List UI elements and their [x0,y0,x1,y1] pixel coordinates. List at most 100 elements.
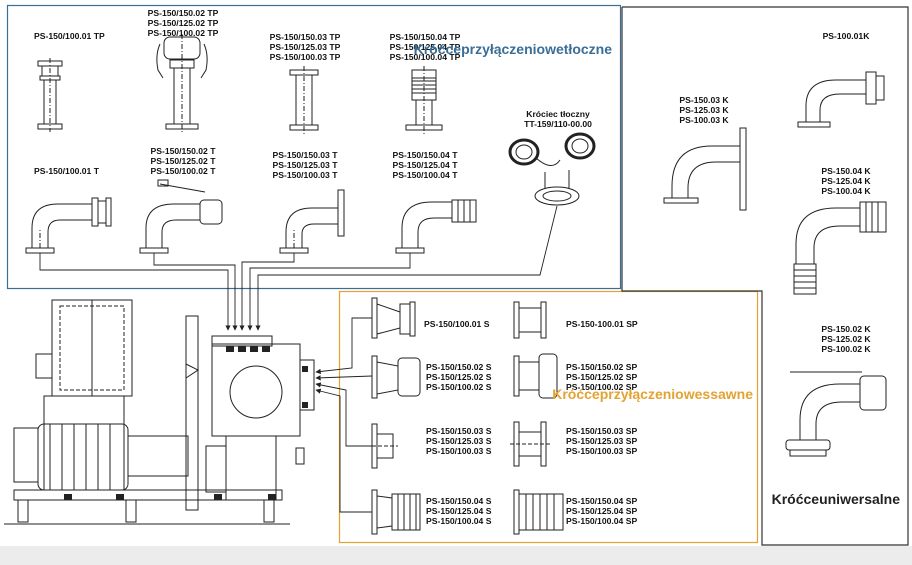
label-line: Króciec tłoczny [526,109,590,119]
label-line: PS-150/100.02 TP [147,28,219,38]
label-line: PS-150/150.04 SP [566,496,638,506]
label-ps-150-100-01-tp: PS-150/100.01 TP [34,31,105,41]
label-line: PS-150/125.04 S [426,506,492,516]
label-line: PS-150/100.04 T [392,170,458,180]
universal-ps-150-02k [785,371,887,457]
label-line: PS-100.02 K [821,344,871,354]
label-line: PS-150/125.04 T [392,160,458,170]
label-line: PS-150/150.02 TP [147,8,219,18]
pump-assembly [4,299,315,525]
label-line: Króćce [771,491,820,507]
suction-ps-150-100-01-sp [513,301,547,339]
label-line: PS-150/150.02 T [150,146,216,156]
label-line: uniwersalne [819,491,900,507]
universal-ps-150-03k [663,127,747,211]
coupling-ps-150-150-02-tp [156,34,208,132]
pump-bolts [64,346,308,500]
label-line: PS-150/150.02 S [426,362,492,372]
label-line: PS-150/125.04 SP [566,506,638,516]
label-line: PS-125.04 K [821,176,871,186]
label-line: PS-150/100.03 SP [566,446,638,456]
coupling-ps-150-100-01-tp [37,58,63,132]
suction-ps-150-150-03-s [371,423,398,469]
label-line: PS-150/125.02 T [150,156,216,166]
suction-ps-150-150-02-s [371,355,421,399]
label-line: PS-150/150.04 T [392,150,458,160]
label-line: PS-150/100.04 S [426,516,492,526]
label-line: przyłączeniowe [461,41,564,57]
label-line: PS-150.03 K [679,95,729,105]
discharge-pipe-tt-159 [508,132,596,206]
label-line: PS-150/100.01 TP [34,31,105,41]
label-line: PS-150/100.04 SP [566,516,638,526]
label-line: PS-100.04 K [821,186,871,196]
discharge-section-frame [6,4,622,290]
suction-ps-150-150-02-sp [513,353,558,399]
elbow-ps-150-100-01-t [25,197,112,254]
label-line: PS-150/150.03 TP [269,32,341,42]
label-line: PS-100.01K [822,31,870,41]
label-line: PS-150/125.02 S [426,372,492,382]
elbow-ps-150-150-02-t [139,179,223,254]
label-line: PS-150/100.02 S [426,382,492,392]
label-ps-150-100-01-s: PS-150/100.01 S [424,319,489,329]
label-line: PS-150/125.03 SP [566,436,638,446]
label-line: PS-125.02 K [821,334,871,344]
label-line: PS-150/100.02 T [150,166,216,176]
label-line: PS-150.04 K [821,166,871,176]
suction-ps-150-150-04-sp [513,489,564,535]
label-line: TT-159/110-00.00 [524,119,592,129]
label-line: PS-150/150.04 TP [389,32,461,42]
label-line: PS-150/100.02 SP [566,382,638,392]
label-ps-100-01k: PS-100.01K [806,31,886,41]
suction-ps-150-150-03-sp [510,421,552,467]
discharge-connector-lines [39,205,558,331]
label-line: PS-150/150.02 SP [566,362,638,372]
label-line: PS-150/100.01 S [424,319,490,329]
label-line: PS-150/100.03 T [272,170,338,180]
label-line: PS-150/125.03 TP [269,42,341,52]
label-line: PS-150/100.04 TP [389,52,461,62]
label-line: PS-150/125.03 T [272,160,338,170]
suction-section-frame [338,290,759,544]
label-line: PS-150-100.01 SP [566,319,638,329]
suction-connector-lines [315,317,373,513]
label-ps-150-100-01-t: PS-150/100.01 T [34,166,99,176]
heading-discharge: Króćceprzyłączeniowetłoczne [414,41,612,57]
label-line: ssawne [702,386,753,402]
label-line: PS-150/125.04 TP [389,42,461,52]
label-line: tłoczne [563,41,612,57]
label-line: Króćce [413,41,462,57]
label-ps-150-100-01-sp: PS-150-100.01 SP [566,319,638,329]
elbow-ps-150-150-03-t [279,189,345,254]
coupling-ps-150-150-04-tp [405,66,443,134]
suction-ps-150-150-04-s [371,489,421,535]
label-line: PS-150.02 K [821,324,871,334]
universal-ps-100-01k [797,71,885,128]
label-line: PS-150/150.03 T [272,150,338,160]
label-line: PS-150/150.04 S [426,496,492,506]
label-line: PS-150/100.01 T [34,166,99,176]
label-line: PS-150/100.03 TP [269,52,341,62]
elbow-ps-150-150-04-t [395,199,477,254]
suction-ps-150-100-01-s [371,297,416,339]
label-line: PS-150/125.03 S [426,436,492,446]
footer-bar [0,546,912,565]
label-line: PS-150/150.03 S [426,426,492,436]
